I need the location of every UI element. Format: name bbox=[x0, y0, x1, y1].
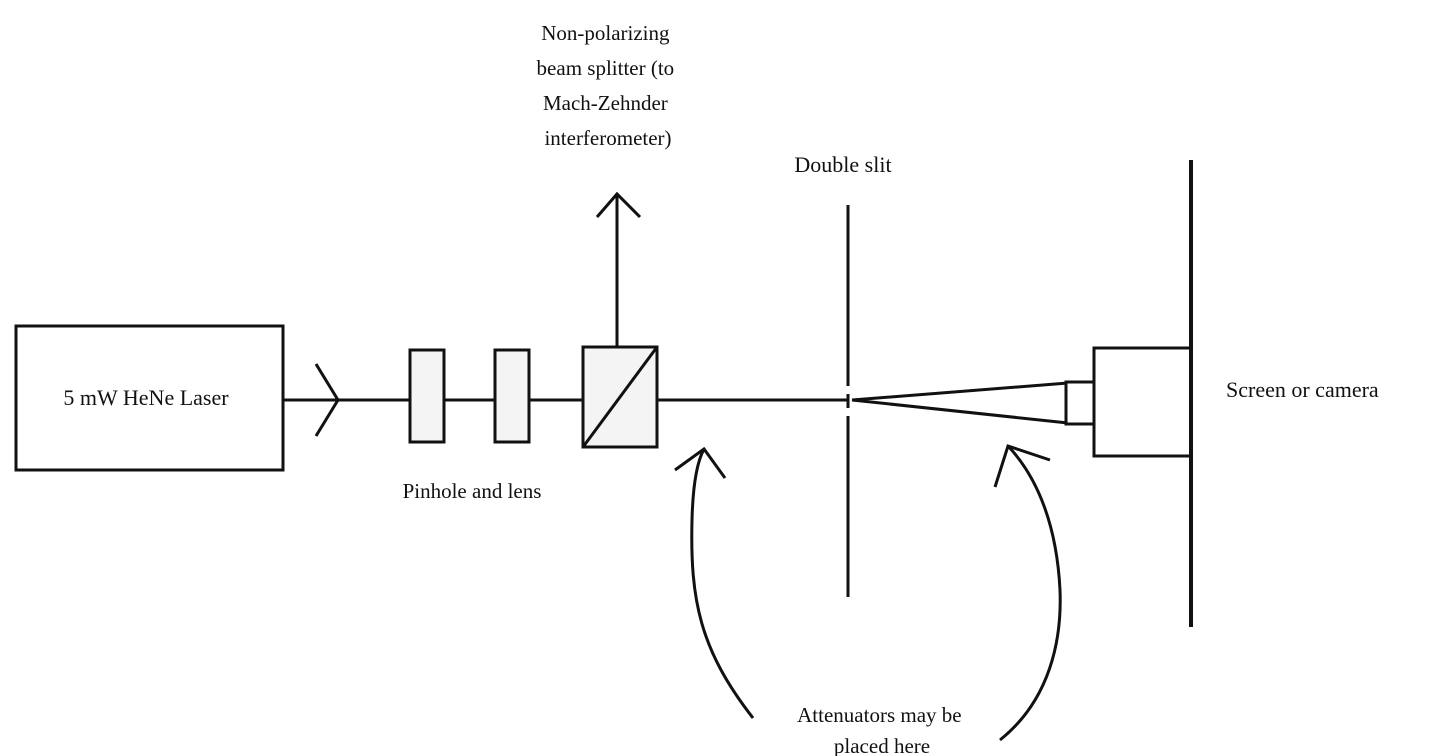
laser-box bbox=[14, 324, 285, 472]
diverging-beam-lower bbox=[851, 398, 1069, 425]
attenuator-pointer-left bbox=[690, 448, 755, 719]
split-beam-arrowhead bbox=[595, 191, 642, 219]
attenuators-label: Attenuators may be placed here bbox=[797, 703, 967, 756]
camera-lens bbox=[1064, 380, 1096, 426]
pinhole-element bbox=[408, 348, 446, 444]
double-slit-label: Double slit bbox=[794, 152, 891, 177]
lens-element bbox=[493, 348, 531, 444]
screen-label: Screen or camera bbox=[1226, 377, 1379, 402]
beam-splitter-label: Non-polarizing beam splitter (to Mach-Ze… bbox=[537, 21, 680, 150]
beam-direction-chevron bbox=[314, 363, 340, 437]
diverging-beam-upper bbox=[851, 381, 1069, 402]
attenuator-arrowhead-right bbox=[993, 444, 1051, 488]
attenuator-pointer-right bbox=[999, 444, 1062, 742]
attenuator-arrowhead-left bbox=[674, 446, 727, 479]
camera-body bbox=[1092, 346, 1193, 458]
laser-label: 5 mW HeNe Laser bbox=[63, 385, 229, 410]
pinhole-lens-label: Pinhole and lens bbox=[403, 479, 542, 503]
beam-splitter-diagonal bbox=[581, 346, 659, 448]
